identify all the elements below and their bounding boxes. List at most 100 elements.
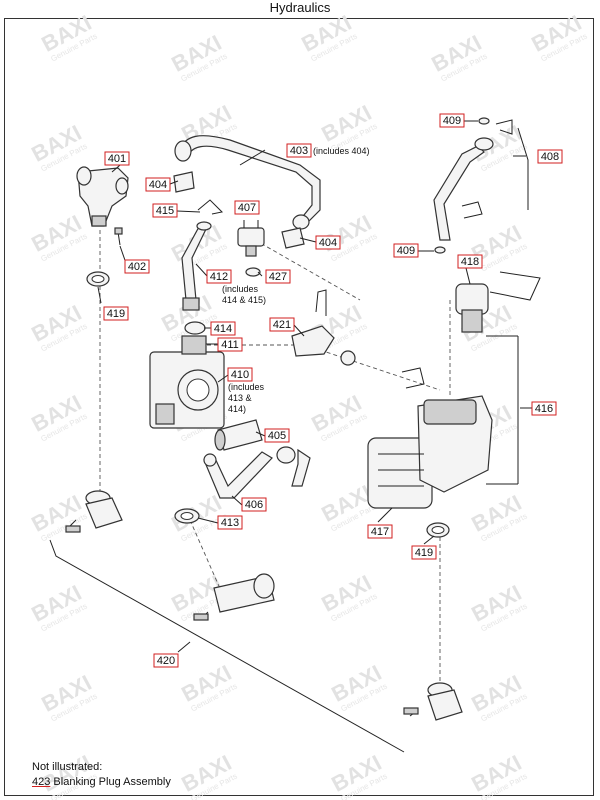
- svg-text:419: 419: [415, 547, 433, 559]
- callout-407: 407: [234, 200, 260, 215]
- part-407-sensor: [237, 220, 265, 257]
- footer-item-number: 423: [32, 776, 51, 788]
- part-420-valve-left: [65, 490, 123, 533]
- part-419-washer-right: [426, 522, 450, 538]
- svg-text:402: 402: [128, 261, 146, 273]
- svg-text:415: 415: [156, 205, 174, 217]
- part-410-valve-block: [149, 335, 225, 429]
- callout-421: 421: [269, 317, 295, 332]
- svg-text:406: 406: [245, 499, 263, 511]
- callout-406: 406: [241, 497, 267, 512]
- callout-404-left: 404: [145, 177, 171, 192]
- diagram-frame: [4, 18, 594, 796]
- callout-417: 417: [367, 524, 393, 539]
- callout-415: 415: [152, 203, 178, 218]
- callout-401: 401: [104, 151, 130, 166]
- notes-layer: (includes 404) (includes 414 & 415) (inc…: [222, 146, 370, 414]
- part-421-fitting: [291, 289, 356, 366]
- footer: Not illustrated: 423 Blanking Plug Assem…: [32, 760, 171, 790]
- part-404-clip-left: [173, 171, 195, 193]
- note-412-line2: 414 & 415): [222, 295, 266, 305]
- part-419-washer-left: [86, 271, 110, 287]
- part-403-pipe: [174, 135, 321, 230]
- callout-411: 411: [217, 337, 243, 352]
- part-408-hose: [433, 119, 513, 241]
- part-409-washer-top: [478, 117, 490, 125]
- svg-text:413: 413: [221, 517, 239, 529]
- callout-403: 403: [286, 143, 312, 158]
- svg-text:421: 421: [273, 319, 291, 331]
- svg-text:401: 401: [108, 153, 126, 165]
- part-414-washer: [184, 321, 206, 335]
- callout-412: 412: [206, 269, 232, 284]
- callout-418: 418: [457, 254, 483, 269]
- part-417-pump: [367, 367, 493, 509]
- svg-text:411: 411: [221, 339, 239, 351]
- note-410-line2: 413 &: [228, 393, 252, 403]
- part-427-oring: [245, 267, 261, 277]
- note-410-line3: 414): [228, 404, 246, 414]
- note-412-line1: (includes: [222, 284, 259, 294]
- bracket-lines: [49, 127, 529, 753]
- svg-text:419: 419: [107, 308, 125, 320]
- svg-text:408: 408: [541, 151, 559, 163]
- callout-410: 410: [227, 367, 253, 382]
- svg-text:407: 407: [238, 202, 256, 214]
- part-420-valve-right: [403, 682, 463, 721]
- callout-413: 413: [217, 515, 243, 530]
- svg-text:404: 404: [319, 237, 337, 249]
- callout-409-top: 409: [439, 113, 465, 128]
- callout-420: 420: [153, 653, 179, 668]
- callout-416: 416: [531, 401, 557, 416]
- callout-419-right: 419: [411, 545, 437, 560]
- part-404-clip-right: [281, 227, 305, 249]
- part-406-pipe: [203, 448, 311, 499]
- part-420-valve-middle: [193, 573, 275, 621]
- svg-text:427: 427: [269, 271, 287, 283]
- part-409-washer-bottom: [434, 246, 446, 254]
- callout-404-right: 404: [315, 235, 341, 250]
- footer-item-description: Blanking Plug Assembly: [53, 776, 171, 788]
- callout-419-left: 419: [103, 306, 129, 321]
- part-418-air-vent: [455, 271, 541, 333]
- svg-text:418: 418: [461, 256, 479, 268]
- svg-text:412: 412: [210, 271, 228, 283]
- callout-402: 402: [124, 259, 150, 274]
- svg-text:403: 403: [290, 145, 308, 157]
- note-410-line1: (includes: [228, 382, 265, 392]
- callout-414: 414: [210, 321, 236, 336]
- part-412-pipe: [181, 221, 212, 311]
- callout-405: 405: [264, 428, 290, 443]
- part-413-washer: [174, 508, 200, 524]
- part-402-screw: [114, 227, 123, 246]
- note-403: (includes 404): [313, 146, 370, 156]
- svg-text:409: 409: [397, 245, 415, 257]
- svg-text:417: 417: [371, 526, 389, 538]
- svg-text:409: 409: [443, 115, 461, 127]
- svg-text:410: 410: [231, 369, 249, 381]
- part-405-coupling: [214, 419, 296, 464]
- callout-409-bottom: 409: [393, 243, 419, 258]
- callout-layer: 401 402 403 404 404 415 407 412 427 414 …: [103, 113, 563, 668]
